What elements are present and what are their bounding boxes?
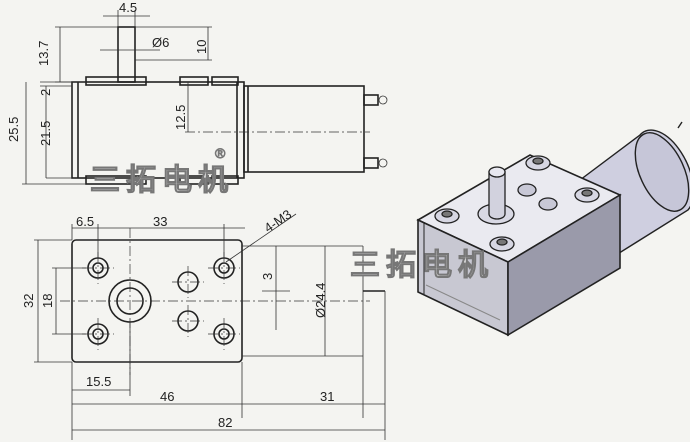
top-view: 4.5 13.7 Ø6 10 2 21.5 25.5 12.5 [6, 0, 388, 185]
dim-width: 32 [21, 294, 36, 308]
dim-offset: 3 [260, 273, 275, 280]
dim-motor-length: 31 [320, 389, 334, 404]
front-view: 6.5 33 4-M3 32 18 3 Ø24.4 15.5 46 31 82 [21, 206, 386, 440]
dim-shaft-height: 13.7 [36, 41, 51, 66]
dim-hole-spacing: 33 [153, 214, 167, 229]
dim-shaft-center: 12.5 [173, 105, 188, 130]
top-bosses [434, 155, 600, 252]
watermark-iso: 三拓电机 [350, 249, 494, 282]
dim-shaft-pos: 15.5 [86, 374, 111, 389]
watermark-drawing: 三拓电机 [90, 164, 234, 197]
iso-output-shaft [488, 171, 506, 220]
motor-body [243, 85, 365, 173]
dim-shaft-offset: 4.5 [119, 0, 137, 15]
dim-motor-diameter: Ø24.4 [313, 283, 328, 318]
output-shaft [117, 26, 136, 83]
dim-shaft-flat: 10 [194, 40, 209, 54]
dim-gearbox-length: 46 [160, 389, 174, 404]
dim-top-gap: 2 [38, 89, 53, 96]
dim-hole-spacing-v: 18 [40, 294, 55, 308]
dim-screw-holes: 4-M3 [261, 206, 294, 235]
isometric-view [416, 121, 690, 337]
terminal-bottom [363, 157, 379, 169]
dim-gearbox-height: 21.5 [38, 121, 53, 146]
terminal-top [363, 94, 379, 106]
top-boss [85, 76, 147, 86]
dim-left-margin: 6.5 [76, 214, 94, 229]
dim-overall-height: 25.5 [6, 117, 21, 142]
gearbox-side [507, 193, 621, 337]
dim-shaft-diameter: Ø6 [152, 35, 169, 50]
dim-total-length: 82 [218, 415, 232, 430]
registered-mark: ® [215, 145, 226, 161]
